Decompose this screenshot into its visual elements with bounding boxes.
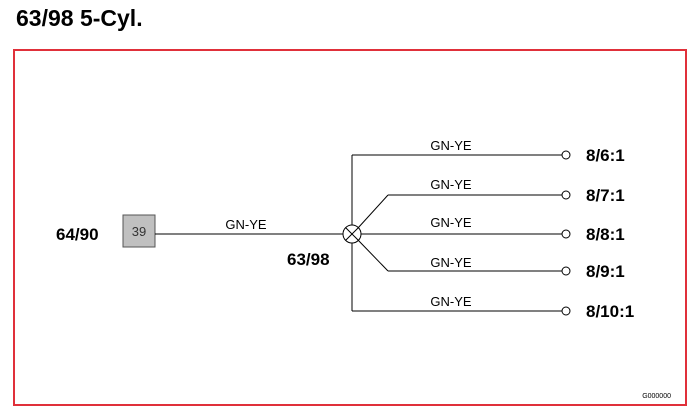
source-pin-label: 39 xyxy=(132,224,146,239)
reference-code: G000000 xyxy=(642,393,671,400)
branch-2: GN-YE 8/7:1 xyxy=(357,177,625,229)
branch-2-pin-icon xyxy=(561,190,571,200)
branch-4-wire-label: GN-YE xyxy=(430,255,472,270)
branch-3-wire-label: GN-YE xyxy=(430,215,472,230)
branch-1-wire-label: GN-YE xyxy=(430,138,472,153)
branch-5-pin-icon xyxy=(561,306,571,316)
branch-2-destination: 8/7:1 xyxy=(586,186,625,205)
branch-4-destination: 8/9:1 xyxy=(586,262,625,281)
branch-3: GN-YE 8/8:1 xyxy=(361,215,625,244)
branch-3-pin-icon xyxy=(561,229,571,239)
branch-5: GN-YE 8/10:1 xyxy=(351,243,634,321)
source-connector-label: 64/90 xyxy=(56,225,99,244)
branch-2-wire-label: GN-YE xyxy=(430,177,472,192)
branch-5-destination: 8/10:1 xyxy=(586,302,634,321)
branch-1-destination: 8/6:1 xyxy=(586,146,625,165)
branch-4: GN-YE 8/9:1 xyxy=(357,239,625,281)
source-pin-box xyxy=(122,214,156,248)
splice-label: 63/98 xyxy=(287,250,330,269)
branch-5-wire-label: GN-YE xyxy=(430,294,472,309)
diagram-frame xyxy=(13,49,687,406)
branch-3-destination: 8/8:1 xyxy=(586,225,625,244)
branch-1-pin-icon xyxy=(561,150,571,160)
branch-4-pin-icon xyxy=(561,266,571,276)
branch-1: GN-YE 8/6:1 xyxy=(351,138,625,225)
main-wire-label: GN-YE xyxy=(225,217,267,232)
page-title: 63/98 5-Cyl. xyxy=(16,5,143,31)
